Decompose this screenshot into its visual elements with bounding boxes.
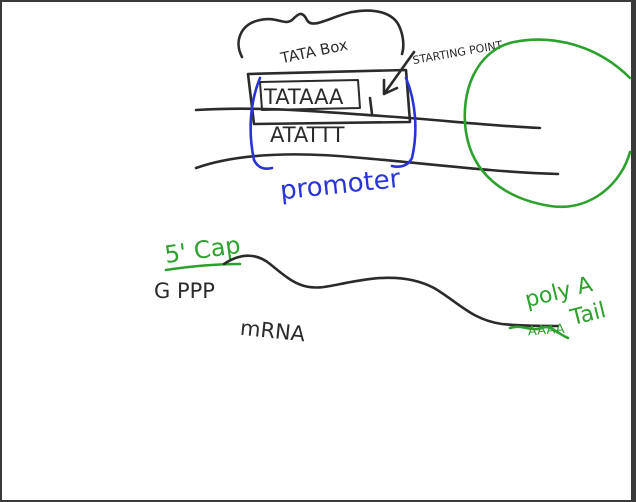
tataaa-box <box>259 79 361 111</box>
tail-label: Tail <box>567 298 608 331</box>
start-tick <box>368 96 374 116</box>
five-cap-underline <box>164 262 242 272</box>
starting-point-arrow <box>382 50 416 96</box>
tataaa-sequence: TATAAA <box>263 85 344 109</box>
mrna-strand <box>222 254 560 328</box>
atattt-sequence: ATATTT <box>270 123 345 147</box>
gppp-label: G PPP <box>154 279 215 303</box>
mrna-label: mRNA <box>239 316 307 347</box>
aaaa-label: AAAA <box>527 322 565 340</box>
tata-brace <box>237 9 405 59</box>
green-circle <box>463 38 632 209</box>
promoter-label: promoter <box>279 164 402 206</box>
promoter-bracket <box>249 76 417 171</box>
dna-bottom-strand <box>194 153 560 176</box>
dna-top-strand <box>194 107 542 130</box>
poly-a-tail-squiggle <box>508 325 570 340</box>
tata-box-label: TATA Box <box>278 36 349 68</box>
